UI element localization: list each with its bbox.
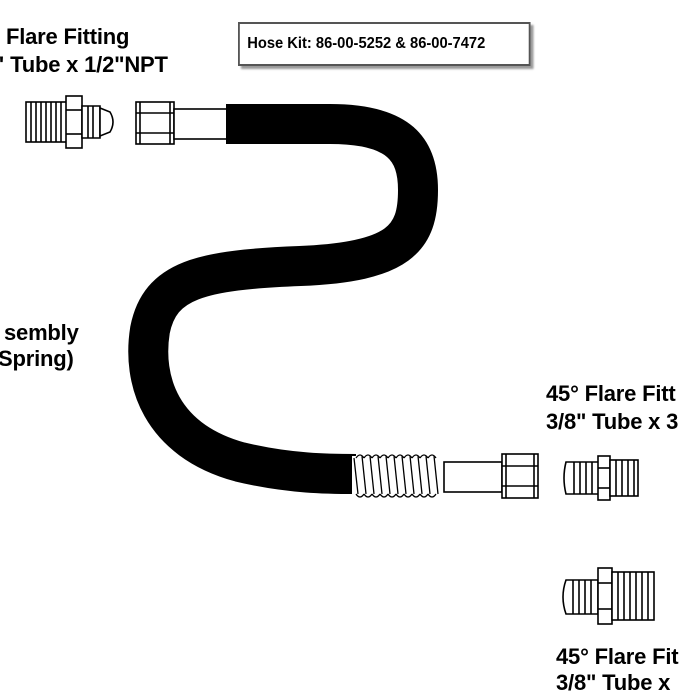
top-flare-nut-icon [135, 101, 229, 145]
top-left-label-2: " Tube x 1/2"NPT [0, 52, 168, 78]
right-mid-label-line1: 45° Flare Fitt [546, 381, 676, 406]
right-mid-label-line2: 3/8" Tube x 3 [546, 409, 679, 434]
hose-kit-title: Hose Kit: 86-00-5252 & 86-00-7472 [247, 35, 486, 52]
mid-left-label-line2: Spring) [0, 346, 74, 371]
right-bottom-npt-fitting-icon [562, 567, 655, 625]
top-npt-adapter-icon [25, 95, 114, 149]
mid-left-label: sembly Spring) [0, 320, 79, 372]
right-flare-fitting-icon [563, 455, 639, 501]
top-left-label-line1: Flare Fitting [6, 24, 130, 49]
mid-left-label-line1: sembly [4, 320, 79, 345]
right-bottom-label: 45° Flare Fit 3/8" Tube x [556, 644, 679, 696]
top-left-label: Flare Fitting [6, 24, 129, 50]
spring-guard-icon [352, 454, 442, 498]
hose-icon [128, 104, 438, 494]
top-left-label-line2: " Tube x 1/2"NPT [0, 52, 168, 77]
bottom-flare-nut-icon [443, 453, 539, 499]
hose-kit-title-box: Hose Kit: 86-00-5252 & 86-00-7472 [238, 22, 531, 66]
right-bottom-label-line1: 45° Flare Fit [556, 644, 679, 669]
right-bottom-label-line2: 3/8" Tube x [556, 670, 671, 695]
right-mid-label: 45° Flare Fitt 3/8" Tube x 3 [546, 380, 678, 436]
